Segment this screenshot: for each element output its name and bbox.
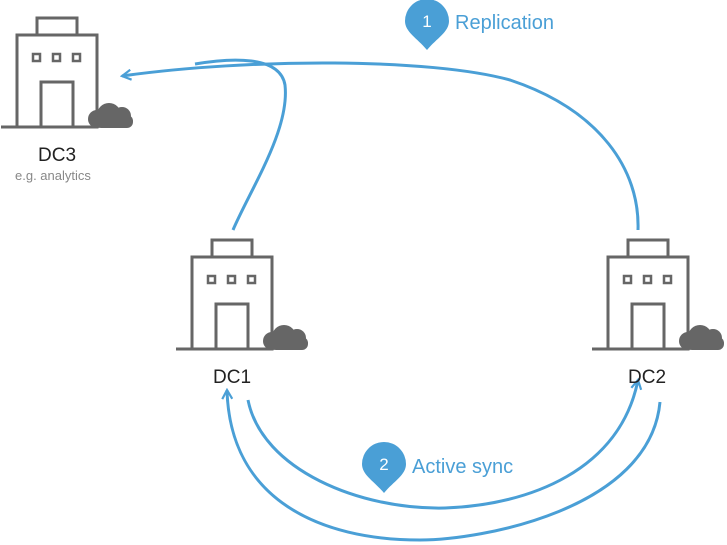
arrow-dc2-to-dc3 bbox=[122, 61, 640, 231]
arrow-dc2-to-dc1 bbox=[227, 390, 662, 542]
dc2-label: DC2 bbox=[628, 367, 667, 388]
step-2-label: Active sync bbox=[412, 456, 514, 478]
step-2-number: 2 bbox=[379, 455, 388, 474]
dc1-building-icon bbox=[174, 238, 310, 352]
dc1-label: DC1 bbox=[213, 367, 252, 388]
dc3-building-icon bbox=[0, 16, 135, 130]
dc2-building-icon bbox=[590, 238, 726, 352]
arrow-dc1-to-dc3 bbox=[194, 58, 287, 231]
step-1-number: 1 bbox=[422, 12, 431, 31]
step-1-pin: 1 bbox=[405, 0, 449, 50]
active-sync-arrows bbox=[227, 380, 662, 542]
arrow-dc1-to-dc2 bbox=[246, 380, 638, 510]
step-1-label: Replication bbox=[455, 12, 554, 34]
step-2-pin: 2 bbox=[362, 442, 406, 493]
replication-arrows bbox=[122, 58, 640, 231]
dc3-label: DC3 bbox=[38, 145, 77, 166]
dc3-note: e.g. analytics bbox=[15, 168, 91, 183]
